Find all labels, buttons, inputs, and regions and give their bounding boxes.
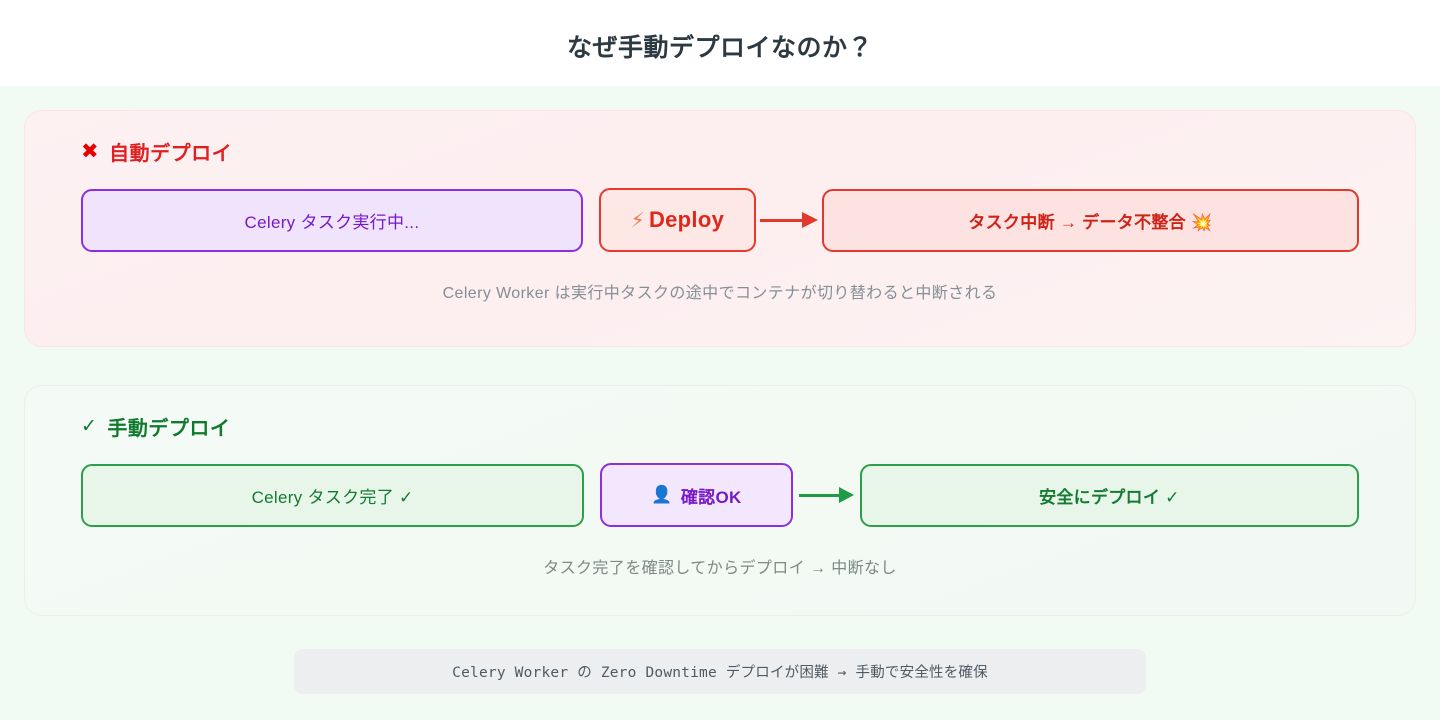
node-approval-ok[interactable]: 👤 確認OK — [600, 463, 793, 527]
page-title: なぜ手動デプロイなのか？ — [566, 34, 873, 62]
arrow-shaft — [759, 218, 802, 222]
manual-deploy-heading: ✓ 手動デプロイ — [81, 412, 1359, 441]
node-safe-deploy[interactable]: 安全にデプロイ ✓ — [859, 463, 1359, 527]
auto-deploy-caption: Celery Worker は実行中タスクの途中でコンテナが切り替わると中断され… — [442, 285, 998, 302]
footer-wrapper: Celery Worker の Zero Downtime デプロイが困難 → … — [24, 649, 1416, 694]
auto-deploy-heading: ✖ 自動デプロイ — [81, 137, 1359, 166]
manual-deploy-panel: ✓ 手動デプロイ Celery タスク完了 ✓ 👤 確認OK 安全にデプロイ ✓ — [24, 385, 1416, 616]
cross-mark-icon: ✖ — [81, 140, 100, 163]
manual-deploy-flow: Celery タスク完了 ✓ 👤 確認OK 安全にデプロイ ✓ — [81, 463, 1359, 527]
node-celery-task-done[interactable]: Celery タスク完了 ✓ — [81, 463, 585, 527]
arrow-right-green-icon — [798, 487, 854, 503]
arrow-head — [801, 212, 818, 228]
node-task-interrupted[interactable]: タスク中断 → データ不整合 💥 — [821, 188, 1359, 252]
person-icon: 👤 — [651, 485, 673, 504]
title-bar: なぜ手動デプロイなのか？ — [0, 0, 1440, 86]
auto-deploy-heading-label: 自動デプロイ — [109, 143, 233, 165]
node-safe-deploy-label: 安全にデプロイ ✓ — [1039, 487, 1180, 507]
node-deploy-action[interactable]: ⚡ Deploy — [598, 188, 756, 252]
node-approval-ok-label: 確認OK — [680, 487, 742, 507]
arrow-head — [838, 487, 854, 503]
manual-deploy-caption: タスク完了を確認してからデプロイ → 中断なし — [543, 560, 897, 577]
lightning-bolt-icon: ⚡ — [630, 209, 645, 232]
node-deploy-label: Deploy — [648, 207, 725, 232]
arrow-shaft — [798, 493, 839, 497]
node-task-interrupted-label: タスク中断 → データ不整合 💥 — [968, 212, 1213, 232]
arrow-right-red-icon — [759, 212, 818, 228]
node-celery-task-done-label: Celery タスク完了 ✓ — [251, 487, 414, 507]
node-celery-task-running[interactable]: Celery タスク実行中... — [81, 188, 583, 252]
auto-deploy-panel: ✖ 自動デプロイ Celery タスク実行中... ⚡ Deploy タスク中断… — [24, 110, 1416, 347]
auto-deploy-flow: Celery タスク実行中... ⚡ Deploy タスク中断 → データ不整合… — [81, 188, 1359, 252]
content-canvas: ✖ 自動デプロイ Celery タスク実行中... ⚡ Deploy タスク中断… — [0, 86, 1440, 720]
manual-deploy-heading-label: 手動デプロイ — [107, 418, 231, 440]
footer-note: Celery Worker の Zero Downtime デプロイが困難 → … — [294, 649, 1146, 694]
check-mark-icon: ✓ — [81, 416, 98, 437]
node-celery-task-running-label: Celery タスク実行中... — [244, 212, 420, 232]
